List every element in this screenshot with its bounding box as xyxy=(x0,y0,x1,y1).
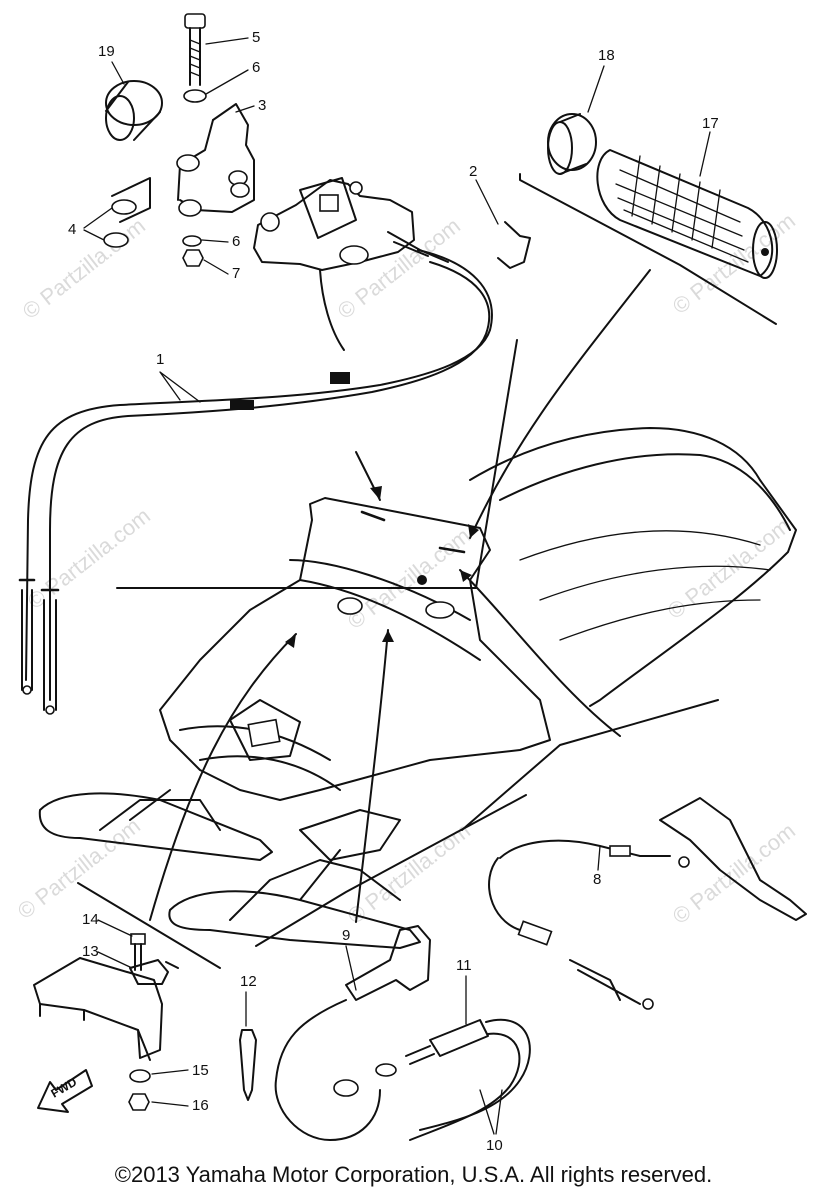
cover-group: FWD xyxy=(33,933,179,1113)
callout-9: 9 xyxy=(342,927,350,944)
callout-2: 2 xyxy=(469,163,477,180)
part-8-drawing xyxy=(488,839,690,1010)
leader-arrows xyxy=(149,269,651,923)
part-5-drawing xyxy=(184,13,206,86)
part-3-drawing xyxy=(176,103,255,217)
callout-17: 17 xyxy=(702,115,719,132)
throttle-housing-drawing xyxy=(253,177,449,271)
throttle-housing-group xyxy=(18,13,531,715)
callout-8: 8 xyxy=(593,871,601,888)
callout-14: 14 xyxy=(82,911,99,928)
callout-19: 19 xyxy=(98,43,115,60)
group-frame-line xyxy=(77,882,221,969)
part-18-drawing xyxy=(547,113,597,175)
copyright-notice: ©2013 Yamaha Motor Corporation, U.S.A. A… xyxy=(114,1162,713,1187)
callout-6: 6 xyxy=(232,233,240,250)
group-frame-line xyxy=(519,173,777,325)
part-13-drawing xyxy=(129,959,179,985)
fwd-arrow-drawing: FWD xyxy=(37,1069,93,1113)
group-frame-line xyxy=(461,699,719,831)
watermark: © Partzilla.com xyxy=(668,208,800,319)
callout-16: 16 xyxy=(192,1097,209,1114)
part-6-drawing xyxy=(183,89,207,103)
handlebar-grip-group xyxy=(547,113,778,279)
callout-4: 4 xyxy=(68,221,76,238)
watermark: © Partzilla.com xyxy=(23,503,155,614)
part-11-drawing xyxy=(405,1019,531,1141)
callout-12: 12 xyxy=(240,973,257,990)
callout-labels: 1 2 3 4 5 6 6 7 8 9 10 11 12 13 14 15 16… xyxy=(68,29,719,1154)
part-2-drawing xyxy=(497,221,531,269)
snowmobile-body xyxy=(38,427,797,949)
brake-lever-drawing xyxy=(659,797,807,921)
part-9-drawing xyxy=(274,925,431,1141)
callout-3: 3 xyxy=(258,97,266,114)
watermark: © Partzilla.com xyxy=(333,213,465,324)
callout-13: 13 xyxy=(82,943,99,960)
callout-15: 15 xyxy=(192,1062,209,1079)
callout-6: 6 xyxy=(252,59,260,76)
watermark: © Partzilla.com xyxy=(668,818,800,929)
part-16-drawing xyxy=(128,1093,150,1111)
part-15-drawing xyxy=(129,1069,151,1083)
part-19-drawing xyxy=(105,80,163,141)
callout-18: 18 xyxy=(598,47,615,64)
callout-5: 5 xyxy=(252,29,260,46)
watermark: © Partzilla.com xyxy=(663,513,795,624)
part-17-drawing xyxy=(596,149,778,279)
part-4-drawing xyxy=(103,177,151,248)
callout-10: 10 xyxy=(486,1137,503,1154)
part-1-drawing xyxy=(18,249,493,715)
watermark: © Partzilla.com xyxy=(13,813,145,924)
callout-7: 7 xyxy=(232,265,240,282)
callout-1: 1 xyxy=(156,351,164,368)
part-6-drawing xyxy=(182,235,202,247)
watermark-layer: © Partzilla.com © Partzilla.com © Partzi… xyxy=(13,208,800,929)
callout-11: 11 xyxy=(456,957,472,974)
part-12-drawing xyxy=(239,1029,257,1101)
cover-panel-drawing xyxy=(33,957,163,1059)
part-7-drawing xyxy=(182,249,204,267)
